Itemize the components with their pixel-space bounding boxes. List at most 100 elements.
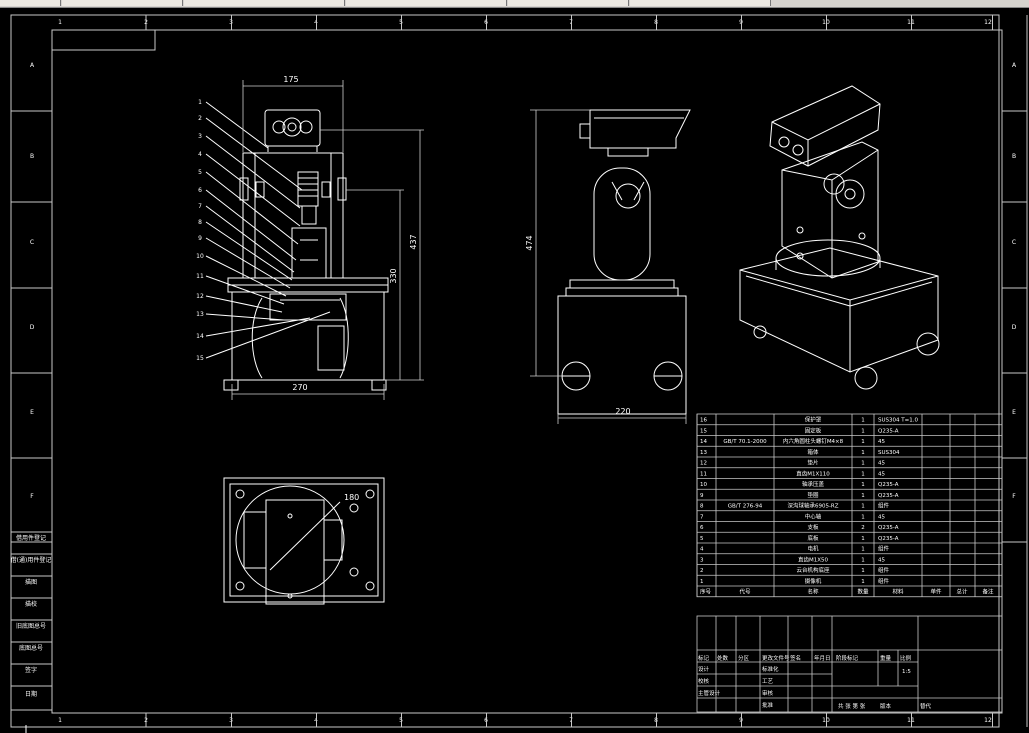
bom-cell-name: 摄像机 bbox=[805, 577, 822, 585]
tb-stage-header: 阶段标记 bbox=[836, 654, 859, 662]
bom-cell-material: 组件 bbox=[878, 577, 890, 585]
balloon-label: 8 bbox=[198, 219, 202, 226]
zone-row-label: B bbox=[30, 153, 34, 160]
front-view[interactable] bbox=[205, 101, 389, 391]
balloon-label: 9 bbox=[198, 235, 202, 242]
bom-table bbox=[696, 413, 1003, 598]
balloon-label: 11 bbox=[196, 273, 204, 280]
toolbar-segment[interactable] bbox=[508, 0, 629, 6]
bom-cell-material: SUS304 T=1.0 bbox=[878, 418, 918, 424]
zone-row-label: B bbox=[1012, 153, 1016, 160]
zone-row-label: A bbox=[30, 62, 35, 69]
tb-label: 审核 bbox=[762, 689, 774, 697]
dim-front-height-mid: 330 bbox=[389, 268, 398, 283]
bom-cell-no: 16 bbox=[700, 418, 707, 424]
bom-cell-no: 11 bbox=[700, 471, 707, 477]
bom-cell-material: Q235-A bbox=[878, 482, 899, 488]
tb-label: 批准 bbox=[762, 701, 774, 709]
bom-cell-material: Q235-A bbox=[878, 536, 899, 542]
bom-header: 材料 bbox=[892, 588, 904, 596]
balloon-label: 1 bbox=[198, 99, 202, 106]
bom-cell-code: GB/T 70.1-2000 bbox=[723, 439, 767, 445]
tb-label: 分区 bbox=[738, 654, 750, 662]
dim-front-base-width: 270 bbox=[292, 383, 307, 392]
bom-cell-name: 电机 bbox=[807, 545, 819, 553]
bom-cell-no: 9 bbox=[700, 493, 704, 499]
strip-label: 借用件登记 bbox=[16, 534, 46, 542]
tb-scale-value: 1:5 bbox=[902, 669, 911, 675]
bom-cell-qty: 1 bbox=[861, 514, 865, 520]
zone-column-label: 1 bbox=[58, 19, 62, 26]
toolbar-segment[interactable] bbox=[0, 0, 61, 6]
balloon-label: 2 bbox=[198, 115, 202, 122]
strip-label: 底图总号 bbox=[19, 644, 43, 652]
bom-header: 代号 bbox=[739, 588, 751, 596]
bom-header: 备注 bbox=[982, 588, 994, 596]
tb-label: 标准化 bbox=[762, 665, 779, 673]
side-view[interactable] bbox=[557, 109, 691, 415]
bom-cell-no: 8 bbox=[700, 504, 704, 510]
strip-label: 借(通)用件登记 bbox=[11, 556, 52, 564]
bom-cell-qty: 1 bbox=[861, 504, 865, 510]
bom-cell-no: 4 bbox=[700, 547, 704, 553]
bom-cell-material: 45 bbox=[878, 514, 885, 520]
strip-label: 旧底图总号 bbox=[16, 622, 46, 630]
bom-cell-name: 轴承压盖 bbox=[802, 480, 825, 488]
bom-cell-qty: 1 bbox=[861, 536, 865, 542]
toolbar-segment[interactable] bbox=[62, 0, 183, 6]
bom-header: 序号 bbox=[700, 588, 712, 596]
bom-cell-name: 垫圈 bbox=[807, 491, 819, 499]
bom-cell-qty: 1 bbox=[861, 418, 865, 424]
zone-row-label: D bbox=[1012, 324, 1017, 331]
bom-cell-no: 12 bbox=[700, 461, 707, 467]
bom-cell-qty: 1 bbox=[861, 557, 865, 563]
zone-column-label: 12 bbox=[984, 19, 992, 26]
bom-cell-material: Q235-A bbox=[878, 493, 899, 499]
zone-row-label: E bbox=[1012, 409, 1016, 416]
strip-label: 签字 bbox=[25, 666, 37, 674]
tb-scale-header: 比例 bbox=[900, 654, 912, 662]
dim-front-height-total: 437 bbox=[409, 234, 418, 249]
zone-row-label: E bbox=[30, 409, 34, 416]
bom-cell-name: 箱体 bbox=[807, 448, 819, 456]
bom-cell-no: 13 bbox=[700, 450, 707, 456]
balloon-label: 4 bbox=[198, 151, 202, 158]
toolbar-segment[interactable] bbox=[184, 0, 345, 6]
zone-row-label: D bbox=[30, 324, 35, 331]
isometric-view[interactable] bbox=[739, 85, 940, 390]
bom-cell-name: 保护罩 bbox=[805, 416, 822, 424]
zone-row-label: A bbox=[1012, 62, 1017, 69]
bom-header: 数量 bbox=[857, 588, 869, 596]
tb-label: 年月日 bbox=[814, 654, 831, 662]
bom-cell-no: 1 bbox=[700, 579, 704, 585]
bom-cell-material: 45 bbox=[878, 471, 885, 477]
bom-cell-name: 云台机构底座 bbox=[796, 566, 830, 574]
title-block bbox=[696, 615, 1003, 713]
top-view[interactable] bbox=[223, 477, 385, 605]
bom-cell-no: 5 bbox=[700, 536, 704, 542]
bom-header: 单件 bbox=[930, 588, 942, 596]
bom-cell-no: 14 bbox=[700, 439, 707, 445]
bom-cell-name: 内六角圆柱头螺钉M4×8 bbox=[783, 437, 844, 445]
bom-cell-material: Q235-A bbox=[878, 525, 899, 531]
dim-side-height: 474 bbox=[525, 235, 534, 250]
tb-label: 签名 bbox=[790, 654, 801, 662]
toolbar-segment[interactable] bbox=[346, 0, 507, 6]
strip-label: 描校 bbox=[25, 600, 37, 608]
bom-cell-name: 直齿M1X50 bbox=[798, 555, 829, 563]
zone-column-label: 12 bbox=[984, 717, 992, 724]
tb-weight-header: 重量 bbox=[880, 654, 892, 662]
bom-header: 名称 bbox=[807, 588, 819, 596]
tb-label: 工艺 bbox=[762, 678, 774, 685]
toolbar-segment[interactable] bbox=[630, 0, 771, 6]
bom-cell-no: 3 bbox=[700, 557, 704, 563]
balloon-label: 13 bbox=[196, 311, 204, 318]
bom-cell-no: 6 bbox=[700, 525, 704, 531]
bom-cell-material: 组件 bbox=[878, 566, 890, 574]
tb-label: 校核 bbox=[698, 677, 710, 685]
bom-cell-name: 底板 bbox=[807, 534, 819, 542]
